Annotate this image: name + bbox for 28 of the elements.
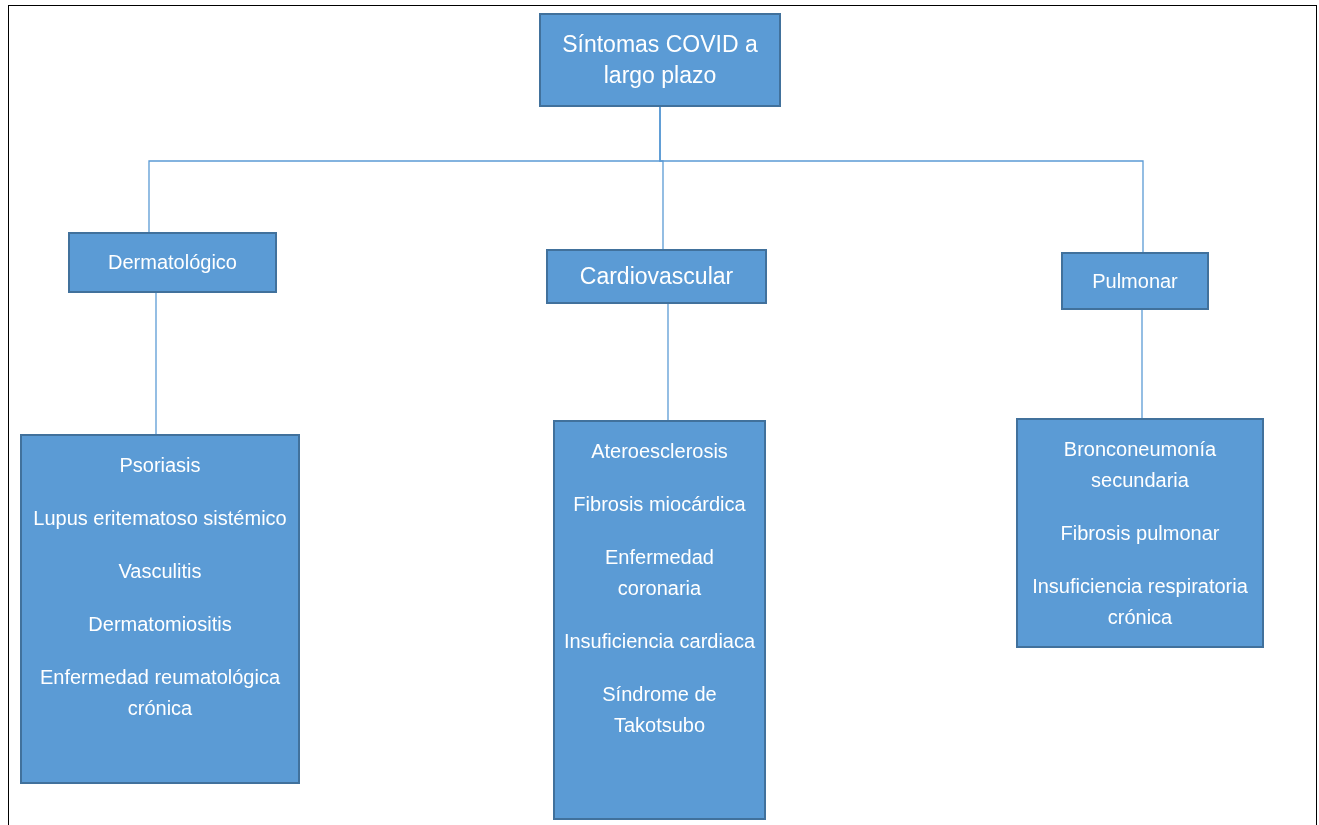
symptom-text: Insuficiencia respiratoria crónica [1031, 574, 1249, 630]
box-title: Síntomas COVID a largo plazo [561, 30, 759, 90]
category-box [546, 249, 767, 304]
category-box [68, 232, 277, 293]
box-title: Cardiovascular [579, 262, 734, 291]
symptom-list-box [1016, 418, 1264, 648]
symptom-text: Psoriasis [119, 453, 201, 478]
symptom-list-box [20, 434, 300, 784]
connector-line [1141, 309, 1143, 419]
connector-line [155, 292, 157, 435]
root-box [539, 13, 781, 107]
symptom-text: Enfermedad coronaria [604, 545, 715, 601]
symptom-text: Insuficiencia cardiaca [563, 629, 756, 654]
category-box [1061, 252, 1209, 310]
symptom-text: Enfermedad reumatológica crónica [38, 665, 282, 721]
symptom-text: Ateroesclerosis [591, 439, 728, 464]
symptom-list-box [553, 420, 766, 820]
connector-line [659, 106, 1144, 253]
symptom-text: Lupus eritematoso sistémico [33, 506, 287, 531]
symptom-text: Dermatomiositis [88, 612, 232, 637]
symptom-text: Bronconeumonía secundaria [1062, 437, 1218, 493]
symptom-text: Síndrome de Takotsubo [601, 682, 718, 738]
symptom-text: Fibrosis miocárdica [573, 492, 746, 517]
connector-line [667, 303, 669, 421]
symptom-text: Vasculitis [118, 559, 202, 584]
box-title: Pulmonar [1092, 268, 1178, 294]
symptom-text: Fibrosis pulmonar [1060, 521, 1220, 546]
box-title: Dermatológico [108, 250, 237, 275]
